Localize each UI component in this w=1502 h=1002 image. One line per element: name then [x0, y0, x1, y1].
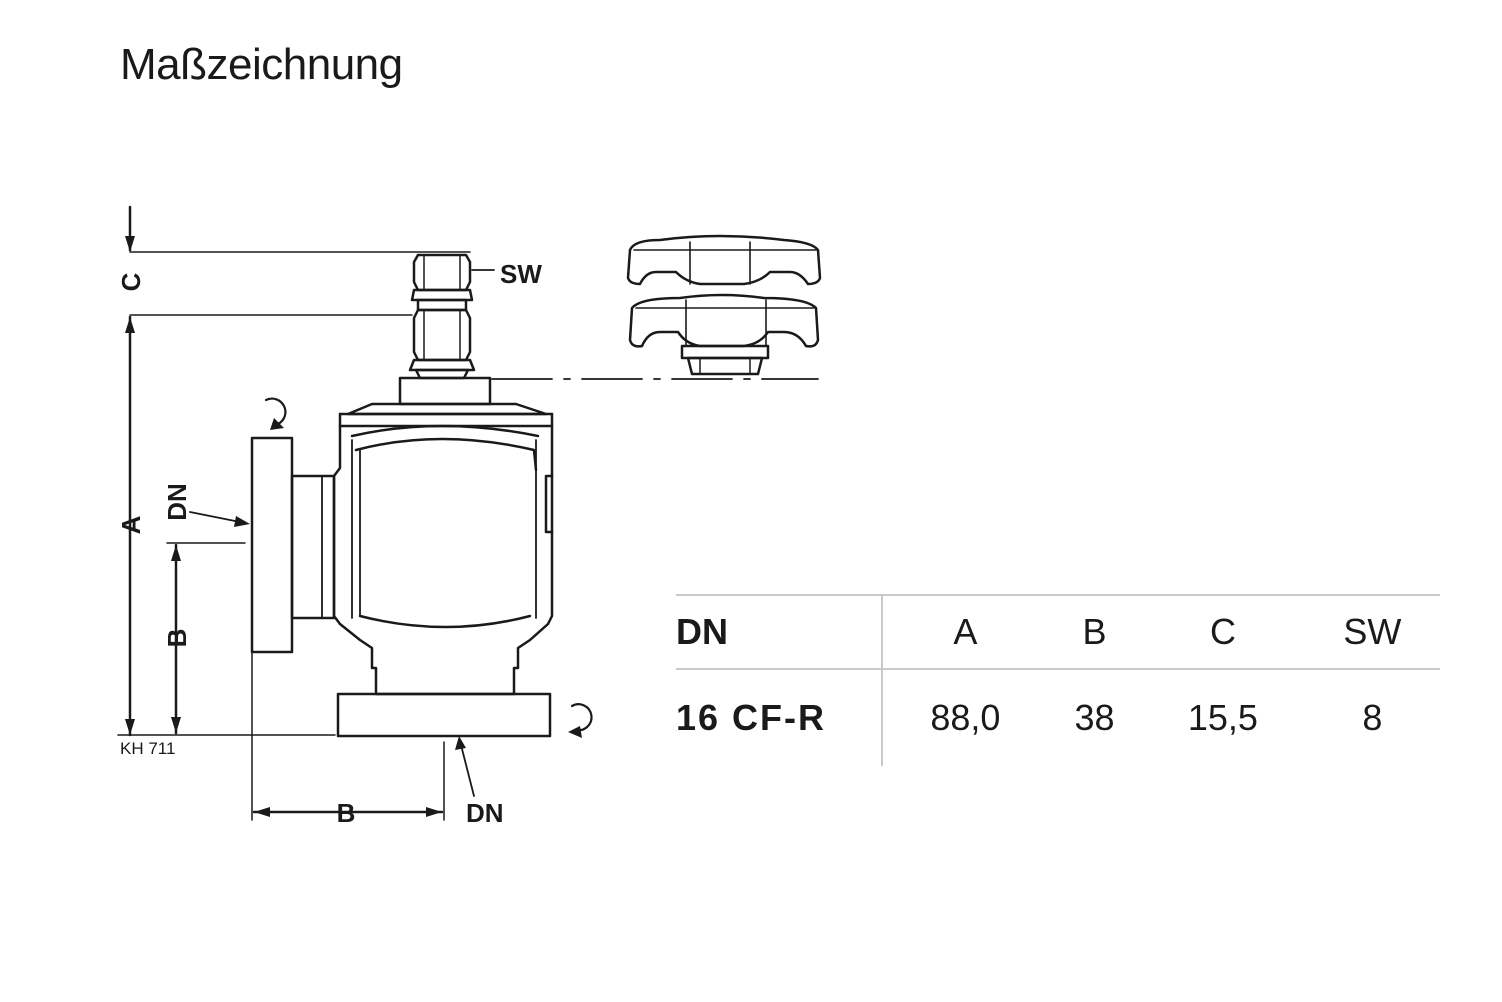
- column-header-b: B: [1082, 611, 1107, 652]
- label-b-horizontal: B: [337, 798, 356, 828]
- dimension-table: DN A B C SW 16 CF-R 88,0 38 15,5 8: [676, 594, 1440, 766]
- cell-sw: 8: [1362, 697, 1383, 738]
- bottom-flange: [336, 692, 552, 738]
- valve-body: [332, 424, 554, 696]
- page-title: Maßzeichnung: [120, 40, 403, 89]
- column-header-sw: SW: [1343, 611, 1402, 652]
- dimension-c: [125, 205, 471, 316]
- label-sw: SW: [500, 259, 542, 289]
- label-b-vertical: B: [162, 629, 192, 648]
- handwheel-lower: [628, 293, 820, 376]
- hex-actuator: [408, 253, 476, 380]
- rotation-arrow-icon: [264, 397, 593, 738]
- dimension-b-horizontal: [251, 651, 445, 821]
- handwheel-upper: [626, 234, 822, 286]
- label-a: A: [116, 515, 146, 534]
- column-header-a: A: [953, 611, 978, 652]
- dimension-b-vertical: [166, 542, 246, 735]
- cell-b: 38: [1074, 697, 1115, 738]
- leader-lines: [189, 269, 495, 797]
- cell-dn: 16 CF-R: [676, 669, 883, 766]
- table-row: 16 CF-R 88,0 38 15,5 8: [676, 669, 1440, 766]
- side-flange: [250, 436, 336, 654]
- cell-a: 88,0: [930, 697, 1001, 738]
- valve-bonnet: [338, 376, 554, 428]
- dimension-a: [117, 315, 336, 737]
- label-dn-side: DN: [162, 483, 192, 521]
- column-header-dn: DN: [676, 595, 883, 669]
- cell-c: 15,5: [1187, 697, 1258, 738]
- label-dn-bottom: DN: [466, 798, 504, 828]
- column-header-c: C: [1209, 611, 1236, 652]
- drawing-code: KH 711: [120, 739, 175, 758]
- label-c: C: [116, 272, 146, 291]
- table-header-row: DN A B C SW: [676, 595, 1440, 669]
